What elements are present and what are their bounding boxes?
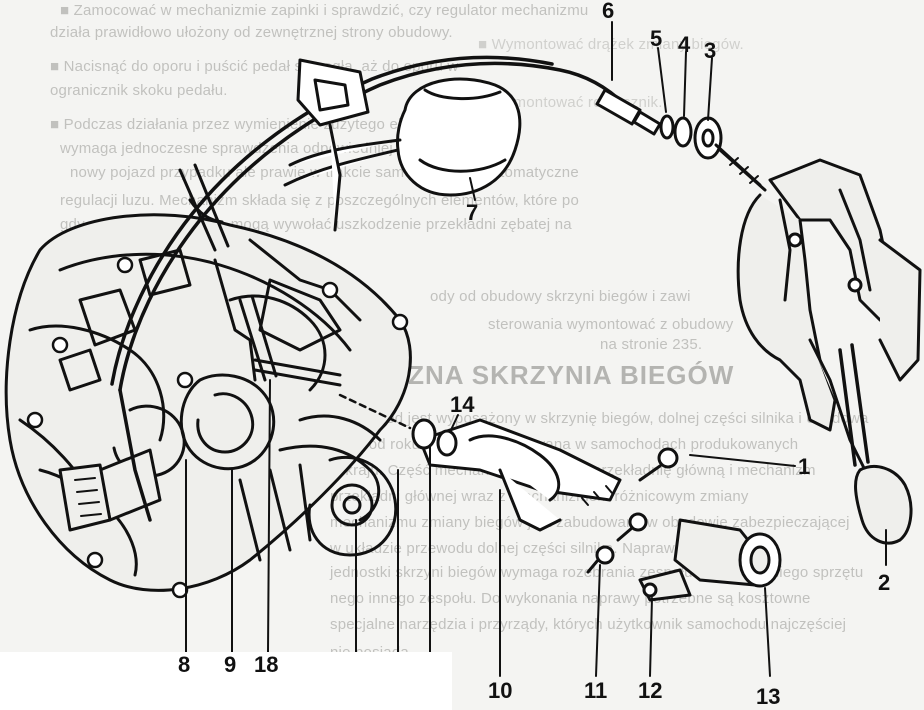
callout-13: 13 (756, 684, 781, 709)
bleed-text-line: sterowania wymontować z obudowy (488, 316, 734, 333)
bleed-text-line: ■ Zamocować w mechanizmie zapinki i spra… (60, 2, 589, 19)
cable-end-fittings (595, 88, 767, 192)
callout-8: 8 (178, 652, 191, 677)
callout-10: 10 (488, 678, 513, 703)
callout-18: 18 (254, 652, 279, 677)
bleed-text-line: ogranicznik skoku pedału. (50, 82, 228, 99)
bleed-text-line: ■ Podczas działania przez wymienienie zu… (50, 116, 489, 133)
selector-rods (178, 163, 342, 387)
callout-7: 7 (466, 200, 479, 225)
gearbox-housing (4, 213, 412, 592)
bleed-text-line: ody od obudowy skrzyni biegów i zawi (430, 288, 691, 305)
callout-3: 3 (704, 38, 717, 63)
callout-6: 6 (602, 0, 615, 23)
leader-lines (185, 21, 887, 677)
callout-9: 9 (224, 652, 237, 677)
bleed-text-line: specjalne narzędzia i przyrządy, których… (330, 616, 847, 633)
housing-bolts (26, 256, 409, 599)
fluid-reservoir (283, 58, 522, 232)
bleed-text-line: działa prawidłowo ułożony od zewnętrznej… (50, 24, 453, 41)
bleed-text-line: w układzie przewodu dolnej części silnik… (330, 540, 684, 557)
callout-5: 5 (650, 26, 663, 51)
bleed-text-line: ■ Wymontować drążek zmiany biegów. (478, 36, 744, 53)
callout-12: 12 (638, 678, 663, 703)
bleed-text-line: na stronie 235. (600, 336, 703, 353)
bleed-text-line: przekładni głównej wraz z mechanizmem ró… (330, 488, 749, 505)
callout-2: 2 (878, 570, 891, 595)
pedal-assembly (736, 158, 922, 545)
fixing-bolts (586, 447, 679, 574)
bleed-text-line: Samochód jest wyposażony w skrzynię bieg… (330, 410, 869, 427)
callout-4: 4 (678, 32, 691, 57)
blank-region (0, 652, 452, 710)
callout-1: 1 (798, 454, 811, 479)
slave-cylinder (638, 518, 782, 602)
callout-11: 11 (584, 678, 608, 703)
release-fork (338, 393, 622, 532)
callout-14: 14 (450, 392, 475, 417)
